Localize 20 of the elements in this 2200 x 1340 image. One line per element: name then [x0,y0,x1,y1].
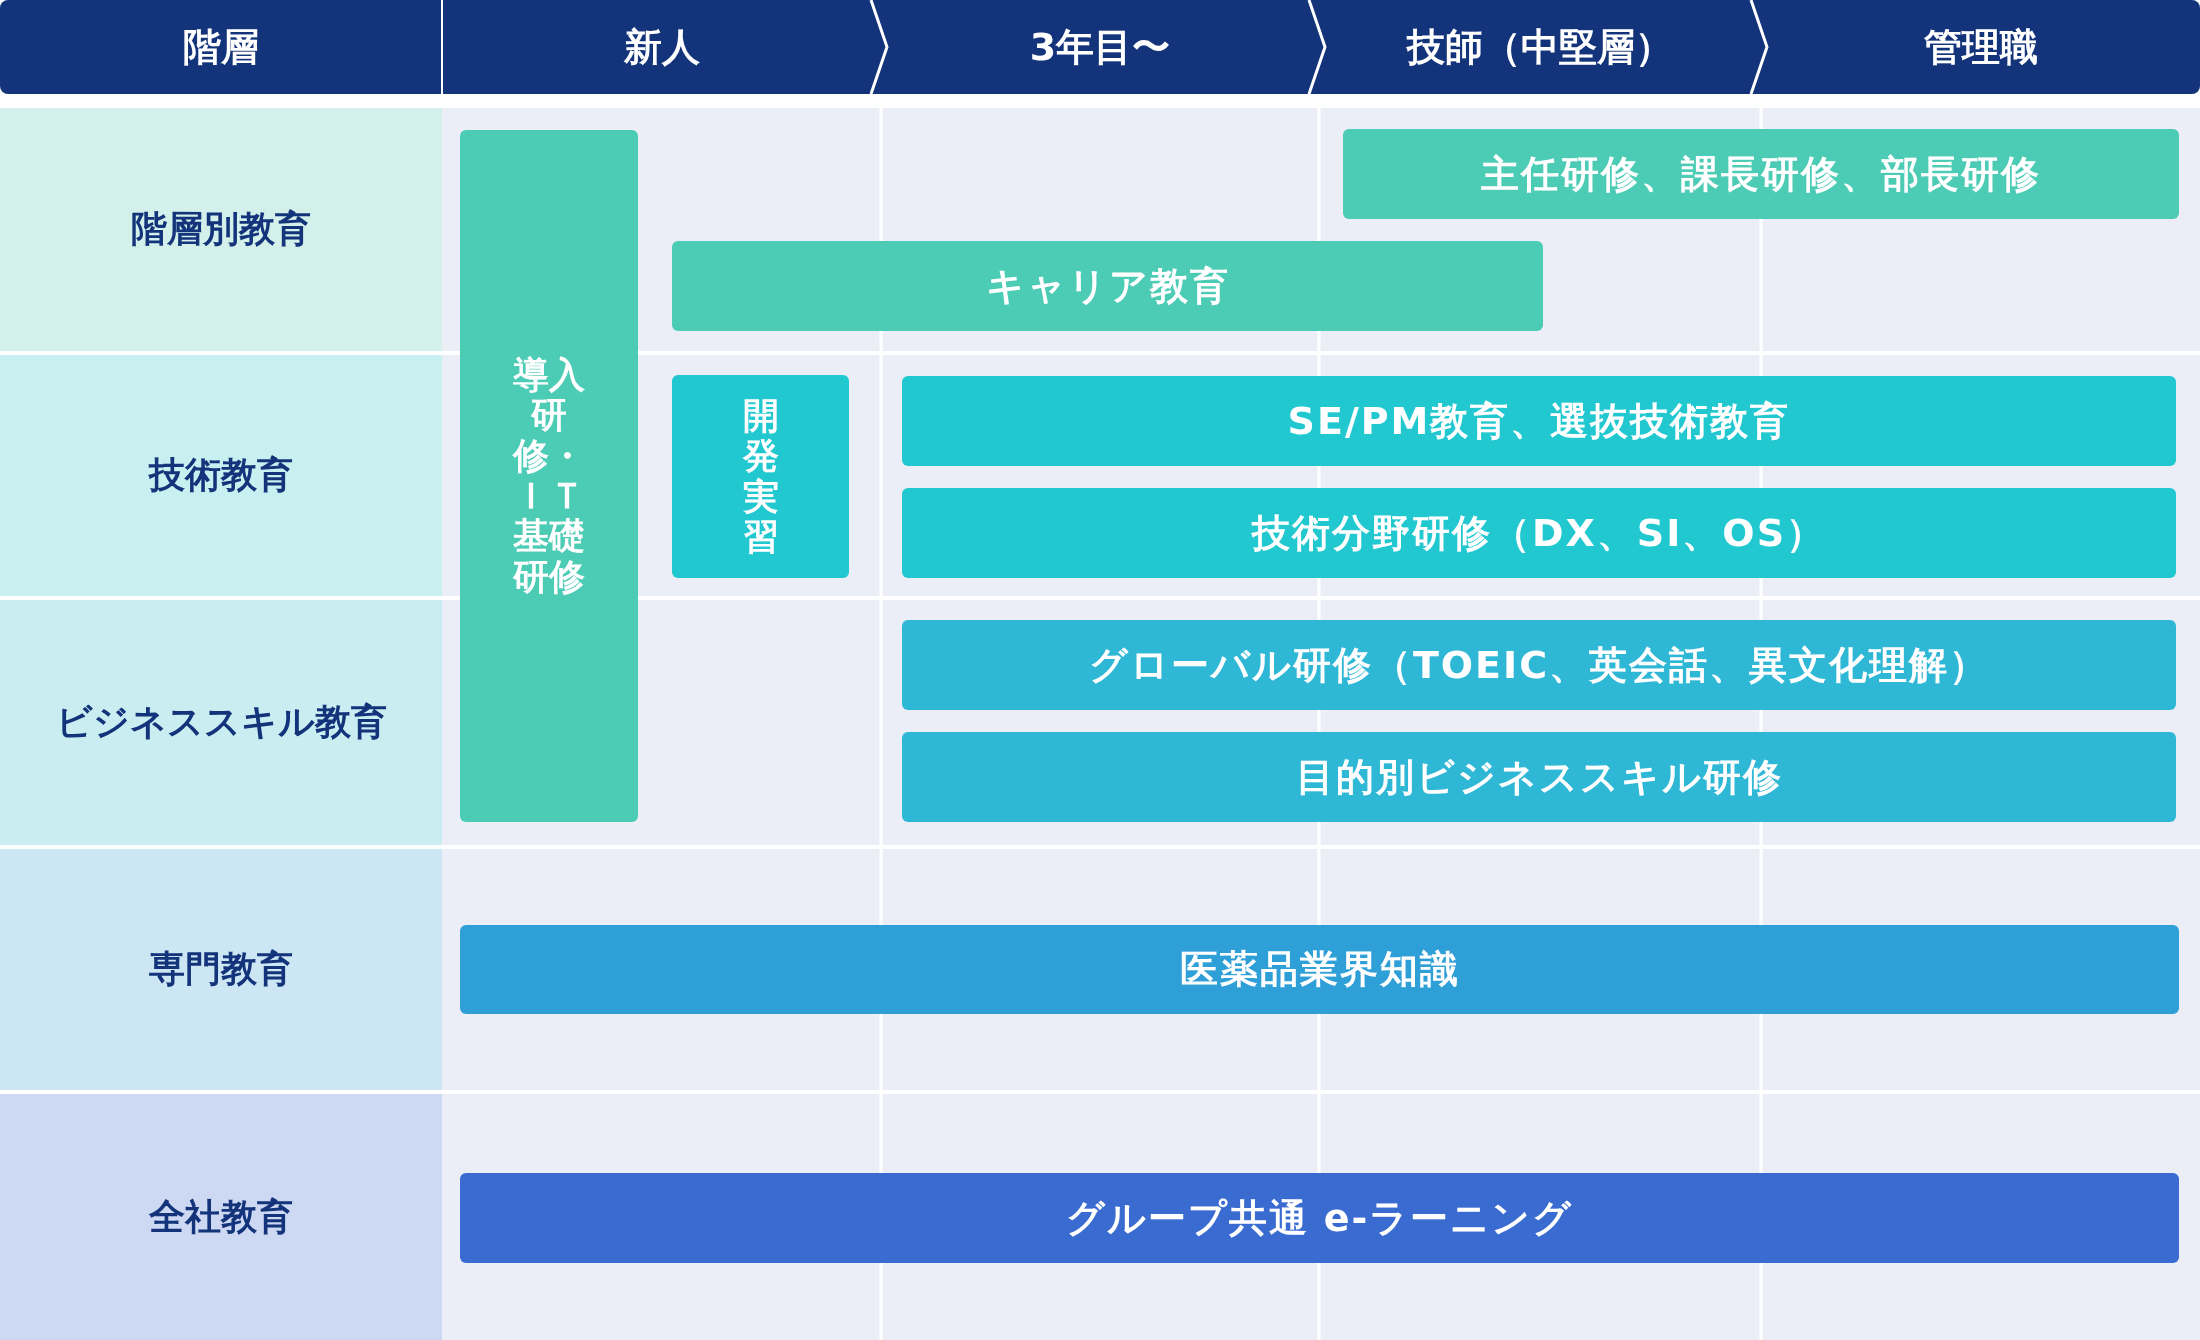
training-bar: グローバル研修（TOEIC、英会話、異文化理解） [902,620,2176,710]
header-cell: 管理職 [1761,0,2200,94]
training-bar: 開発実習 [672,375,849,578]
row-header: 全社教育 [0,1094,442,1340]
training-bar: SE/PM教育、選抜技術教育 [902,376,2176,466]
training-bar: 医薬品業界知識 [460,925,2179,1014]
header-cell: 新人 [442,0,881,94]
header-cell: 階層 [0,0,442,94]
training-bar: キャリア教育 [672,241,1543,331]
row-header: 階層別教育 [0,108,442,351]
training-bar: 主任研修、課長研修、部長研修 [1343,129,2179,219]
training-bar: 技術分野研修（DX、SI、OS） [902,488,2176,578]
row-header: 専門教育 [0,849,442,1090]
header-cell: 技師（中堅層） [1319,0,1761,94]
training-bar: グループ共通 e-ラーニング [460,1173,2179,1263]
training-bar: 導入研修・ＩＴ基礎研修 [460,130,638,822]
training-bar: 目的別ビジネススキル研修 [902,732,2176,822]
row-header: 技術教育 [0,355,442,596]
row-header: ビジネススキル教育 [0,600,442,845]
header-cell: 3年目〜 [881,0,1319,94]
